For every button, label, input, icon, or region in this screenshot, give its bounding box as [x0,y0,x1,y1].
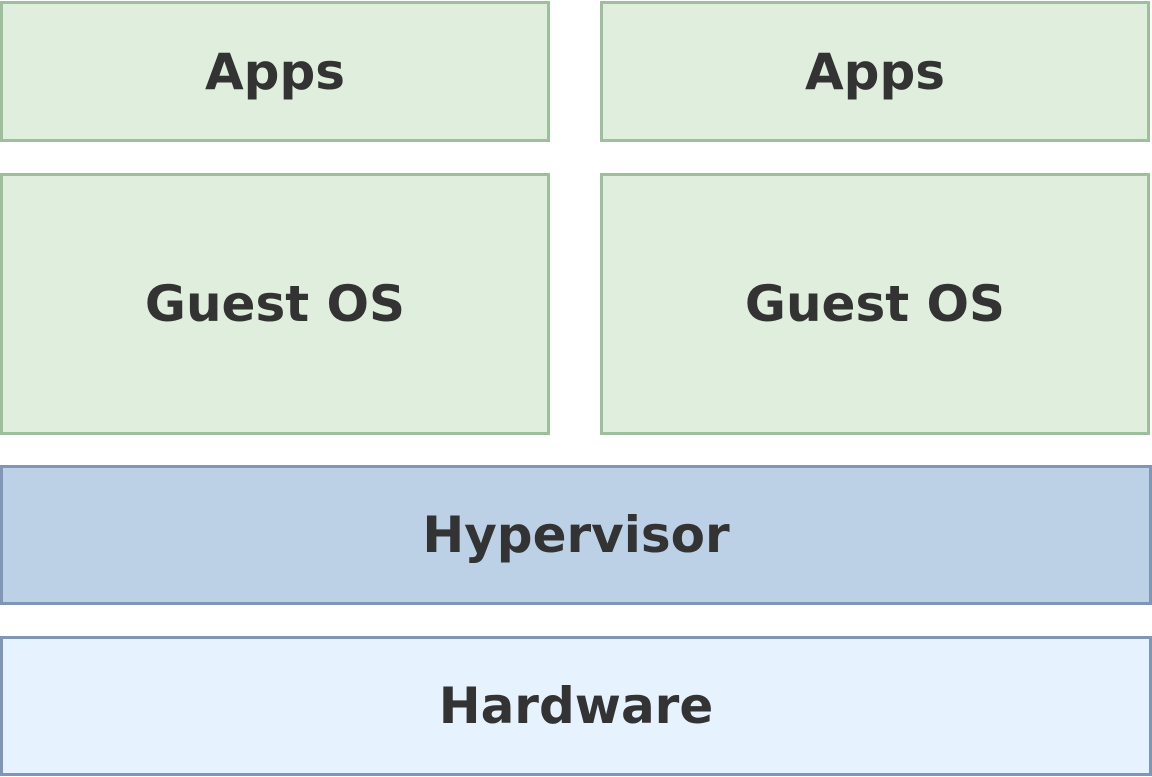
hardware-label: Hardware [438,677,714,735]
hypervisor-label: Hypervisor [422,506,730,564]
guest-os-left-box: Guest OS [0,173,550,435]
guest-os-right-box: Guest OS [600,173,1150,435]
apps-left-box: Apps [0,1,550,142]
apps-right-label: Apps [804,42,946,101]
hardware-box: Hardware [0,636,1152,776]
apps-left-label: Apps [204,42,346,101]
apps-right-box: Apps [600,1,1150,142]
guest-os-left-label: Guest OS [144,275,406,333]
hypervisor-box: Hypervisor [0,465,1152,605]
guest-os-right-label: Guest OS [744,275,1006,333]
